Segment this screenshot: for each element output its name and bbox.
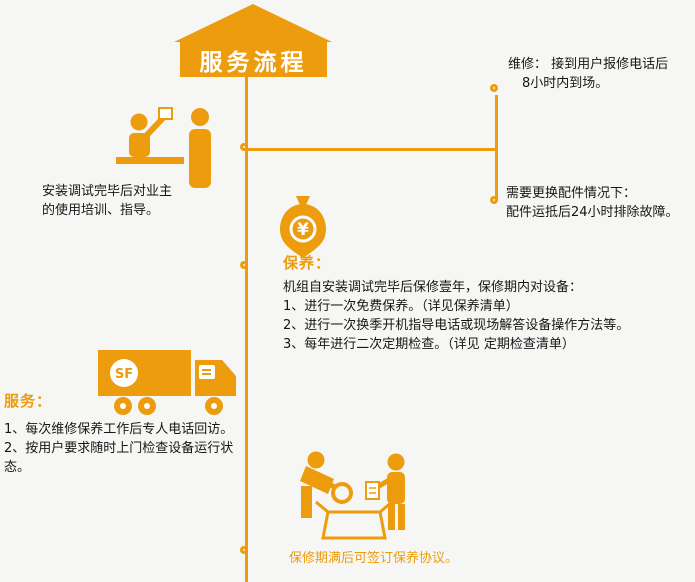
training-line2: 的使用培训、指导。 bbox=[42, 203, 160, 218]
service-title: 服务： bbox=[4, 392, 53, 410]
service-item1: 1、每次维修保养工作后专人电话回访。 bbox=[4, 422, 234, 437]
node-junction bbox=[240, 143, 248, 151]
node-parts bbox=[490, 196, 498, 204]
branch-line-horizontal bbox=[247, 148, 497, 151]
maintenance-item2: 2、进行一次换季开机指导电话或现场解答设备操作方法等。 bbox=[283, 318, 630, 333]
parts-note: 需要更换配件情况下： 配件运抵后24小时排除故障。 bbox=[506, 184, 679, 222]
training-icon bbox=[116, 107, 211, 188]
inspection-icon bbox=[300, 451, 405, 540]
maintenance-intro: 机组自安装调试完毕后保修壹年，保修期内对设备： bbox=[283, 280, 583, 295]
house-roof-icon bbox=[174, 4, 332, 42]
service-note: 1、每次维修保养工作后专人电话回访。 2、按用户要求随时上门检查设备运行状 态。 bbox=[4, 420, 233, 477]
maintenance-title: 保养： bbox=[283, 254, 332, 272]
page-title: 服务流程 bbox=[180, 42, 327, 77]
truck-logo: SF bbox=[115, 367, 133, 382]
parts-line2: 配件运抵后24小时排除故障。 bbox=[506, 205, 679, 220]
main-timeline bbox=[245, 77, 248, 582]
service-item2-line2: 态。 bbox=[4, 460, 31, 475]
node-agreement bbox=[240, 546, 248, 554]
agreement-caption: 保修期满后可签订保养协议。 bbox=[289, 551, 459, 566]
repair-line1: 维修： 接到用户报修电话后 bbox=[508, 57, 669, 72]
node-repair bbox=[490, 84, 498, 92]
maintenance-note: 机组自安装调试完毕后保修壹年，保修期内对设备： 1、进行一次免费保养。（详见保养… bbox=[283, 278, 629, 354]
branch-line-vertical bbox=[495, 95, 498, 201]
node-maintenance bbox=[240, 261, 248, 269]
training-note: 安装调试完毕后对业主 的使用培训、指导。 bbox=[42, 182, 172, 220]
repair-line2: 8小时内到场。 bbox=[522, 76, 609, 91]
maintenance-item3: 3、每年进行二次定期检查。（详见 定期检查清单） bbox=[283, 337, 575, 352]
maintenance-item1: 1、进行一次免费保养。（详见保养清单） bbox=[283, 299, 519, 314]
parts-line1: 需要更换配件情况下： bbox=[506, 186, 637, 201]
truck-icon: SF bbox=[98, 350, 236, 415]
service-item2-line1: 2、按用户要求随时上门检查设备运行状 bbox=[4, 441, 234, 456]
money-icon: ¥ bbox=[280, 196, 326, 258]
yuan-symbol: ¥ bbox=[297, 220, 309, 240]
training-line1: 安装调试完毕后对业主 bbox=[42, 184, 173, 199]
repair-note: 维修： 接到用户报修电话后 8小时内到场。 bbox=[508, 55, 668, 93]
